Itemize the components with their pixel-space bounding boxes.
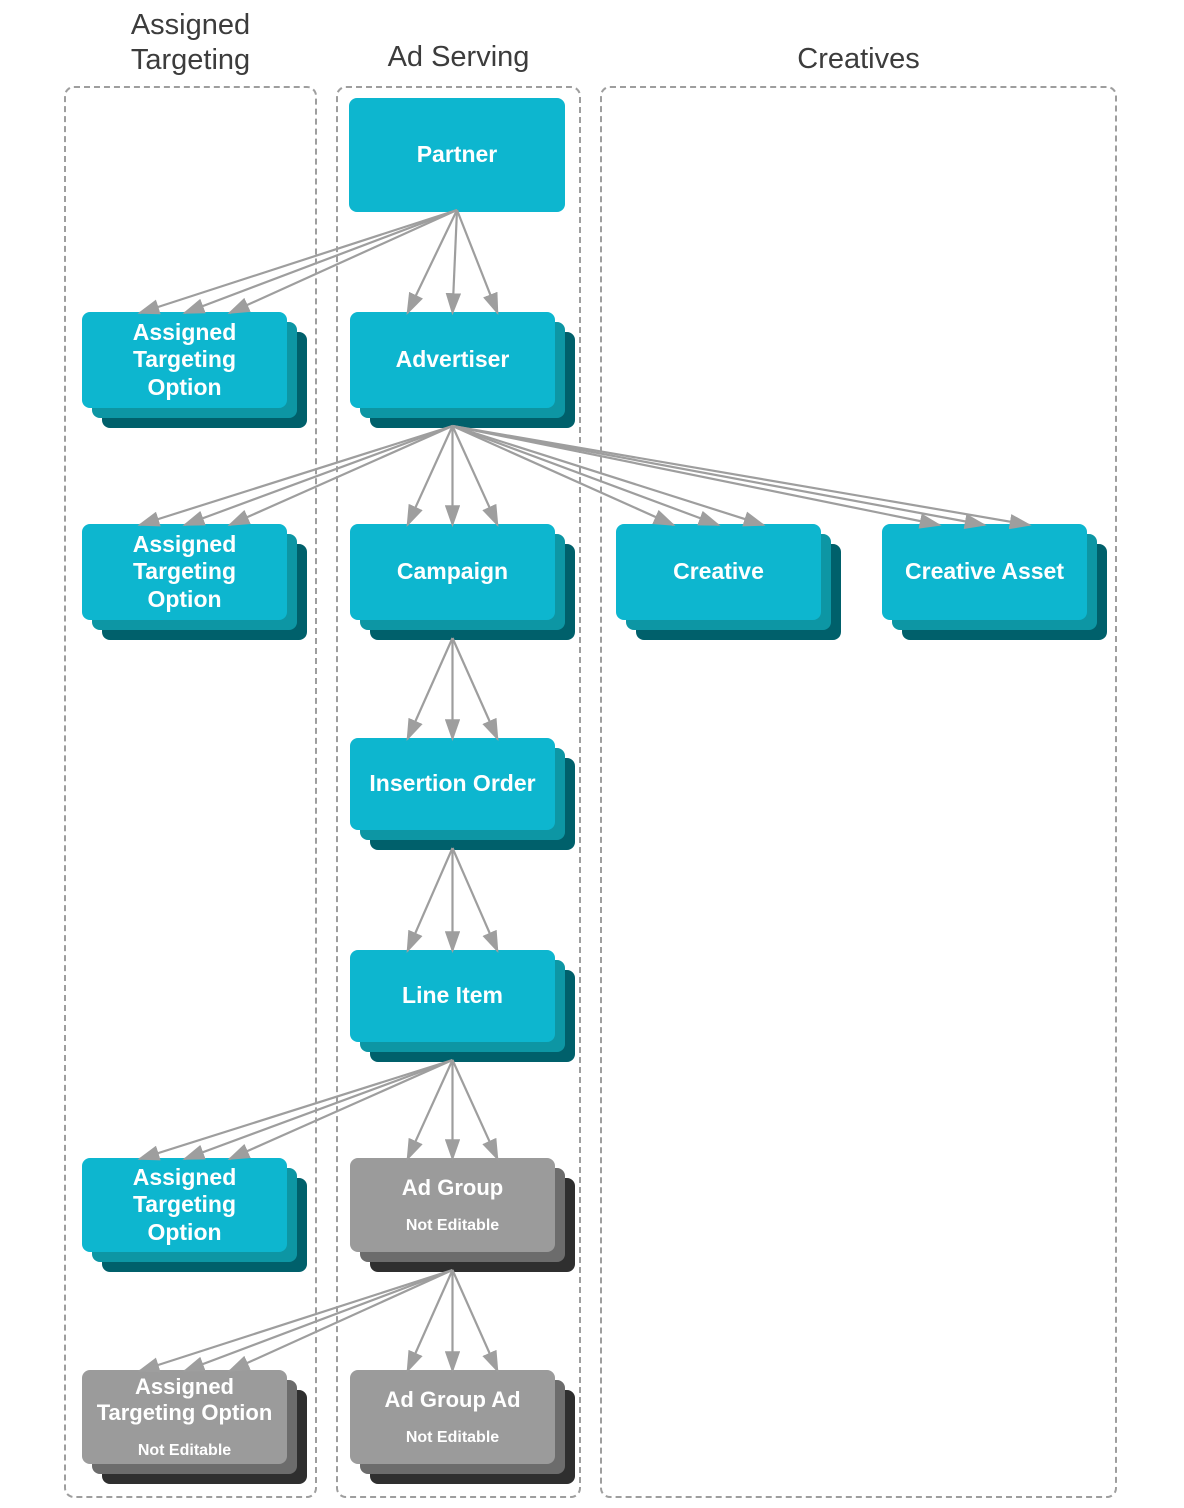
node-face: Ad Group Ad Not Editable — [350, 1370, 555, 1464]
node-creative: Creative — [616, 524, 841, 640]
node-sublabel: Not Editable — [405, 1217, 500, 1235]
node-label: Advertiser — [395, 346, 510, 373]
node-label: Assigned Targeting Option — [132, 531, 237, 612]
node-label: Creative — [673, 558, 764, 585]
node-ad-group-ad: Ad Group Ad Not Editable — [350, 1370, 575, 1484]
node-sublabel: Not Editable — [405, 1429, 500, 1447]
node-assigned-targeting-option-line-item: Assigned Targeting Option — [82, 1158, 307, 1272]
node-campaign: Campaign — [350, 524, 575, 640]
node-face: Advertiser — [350, 312, 555, 408]
node-line-item: Line Item — [350, 950, 575, 1062]
node-face: Assigned Targeting Option — [82, 524, 287, 620]
node-insertion-order: Insertion Order — [350, 738, 575, 850]
node-label: Assigned Targeting Option — [132, 319, 237, 400]
node-face: Creative Asset — [882, 524, 1087, 620]
node-ad-group: Ad Group Not Editable — [350, 1158, 575, 1272]
node-face: Assigned Targeting Option — [82, 312, 287, 408]
node-face: Line Item — [350, 950, 555, 1042]
column-header-creatives: Creatives — [797, 43, 920, 75]
column-header-ad-serving: Ad Serving — [387, 41, 530, 73]
node-partner: Partner — [349, 98, 565, 212]
node-face: Insertion Order — [350, 738, 555, 830]
node-assigned-targeting-option-partner: Assigned Targeting Option — [82, 312, 307, 428]
column-header-assigned-targeting: Assigned Targeting — [130, 9, 251, 77]
node-assigned-targeting-option-advertiser: Assigned Targeting Option — [82, 524, 307, 640]
node-label: Ad Group Ad — [384, 1386, 521, 1412]
node-face: Assigned Targeting Option — [82, 1158, 287, 1252]
node-face: Creative — [616, 524, 821, 620]
node-advertiser: Advertiser — [350, 312, 575, 428]
node-label: Insertion Order — [369, 770, 536, 797]
column-creatives — [600, 86, 1117, 1498]
node-face: Ad Group Not Editable — [350, 1158, 555, 1252]
node-partner-label: Partner — [416, 141, 498, 168]
column-assigned-targeting — [64, 86, 317, 1498]
node-label: Assigned Targeting Option — [132, 1164, 237, 1245]
node-face: Assigned Targeting Option Not Editable — [82, 1370, 287, 1464]
node-label: Campaign — [396, 558, 509, 585]
node-label: Ad Group — [401, 1174, 504, 1200]
column-ad-serving — [336, 86, 581, 1498]
node-assigned-targeting-option-ad-group: Assigned Targeting Option Not Editable — [82, 1370, 307, 1484]
node-label: Line Item — [402, 982, 503, 1009]
node-sublabel: Not Editable — [137, 1442, 232, 1460]
node-label: Creative Asset — [905, 558, 1064, 585]
node-partner-face: Partner — [349, 98, 565, 212]
node-creative-asset: Creative Asset — [882, 524, 1107, 640]
node-face: Campaign — [350, 524, 555, 620]
node-label: Assigned Targeting Option — [96, 1373, 273, 1425]
